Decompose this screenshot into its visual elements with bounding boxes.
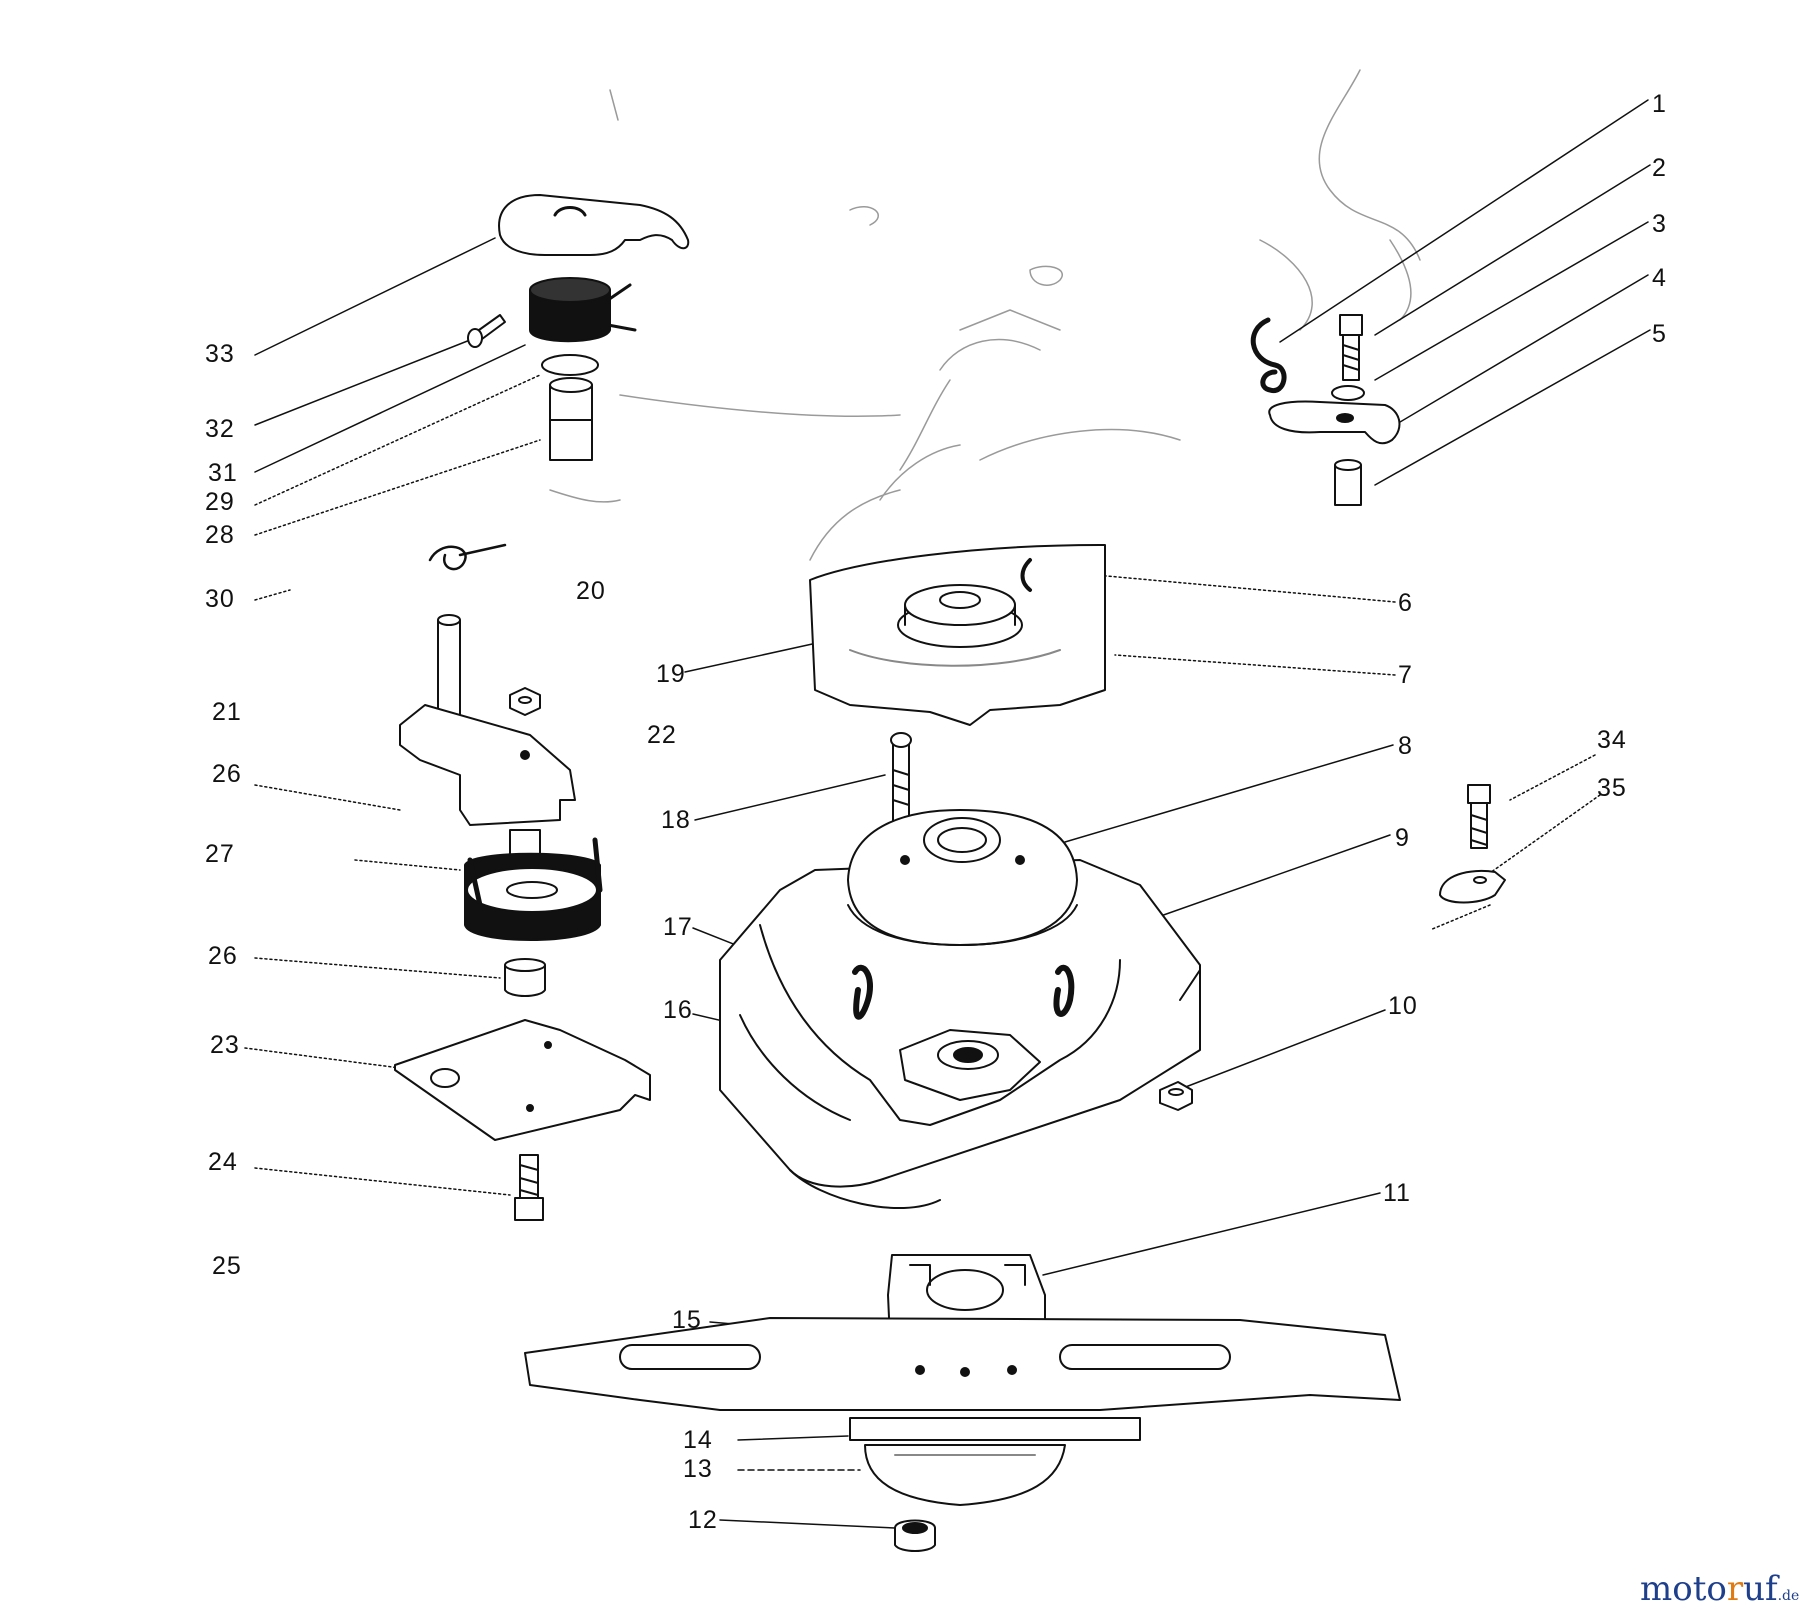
bushing-part-26 (504, 958, 546, 997)
part-label-25: 25 (212, 1252, 242, 1280)
part-label-28: 28 (205, 521, 235, 549)
pin-part-18 (890, 732, 912, 826)
lever-arm-part-4 (1268, 400, 1401, 445)
part-label-9: 9 (1395, 824, 1410, 852)
part-label-32: 32 (205, 415, 235, 443)
part-label-3: 3 (1652, 210, 1667, 238)
mounting-plate-part-23 (394, 1019, 651, 1141)
blade-stiffener-part-13 (864, 1444, 1066, 1506)
part-label-34: 34 (1597, 726, 1627, 754)
part-label-7: 7 (1398, 661, 1413, 689)
watermark-logo: motoruf.de (1640, 1572, 1799, 1606)
part-label-18: 18 (661, 806, 691, 834)
part-label-19: 19 (656, 660, 686, 688)
spacer-part-5 (1334, 459, 1362, 506)
drive-pulley-part-19 (897, 584, 1023, 648)
part-label-15: 15 (672, 1306, 702, 1334)
part-label-31: 31 (208, 459, 238, 487)
spindle-housing-part-8 (847, 809, 1078, 946)
part-label-21: 21 (212, 698, 242, 726)
part-label-11: 11 (1383, 1179, 1411, 1207)
part-label-23: 23 (210, 1031, 240, 1059)
part-label-26-lower: 26 (208, 942, 238, 970)
clamp-part-35 (1439, 869, 1506, 904)
part-label-22: 22 (647, 721, 677, 749)
clip-part-30 (428, 543, 507, 571)
bolt-part-34 (1467, 784, 1491, 849)
hairpin-clip-part-1 (1250, 317, 1287, 393)
part-label-6: 6 (1398, 589, 1413, 617)
part-label-2: 2 (1652, 154, 1667, 182)
part-label-5: 5 (1652, 320, 1667, 348)
cutting-blade-part-14 (524, 1317, 1401, 1441)
bolt-part-24 (514, 1154, 544, 1221)
part-label-1: 1 (1652, 90, 1667, 118)
cutter-housing-part-9 (719, 859, 1201, 1210)
retainer-clips-part-17 (852, 964, 1075, 1020)
part-label-33: 33 (205, 340, 235, 368)
part-label-17: 17 (663, 913, 693, 941)
watermark-part-4: .de (1777, 1588, 1800, 1604)
bushing-part-28 (549, 377, 593, 461)
lever-part-33 (498, 194, 690, 256)
part-label-26-upper: 26 (212, 760, 242, 788)
watermark-part-3: uf (1743, 1569, 1778, 1609)
part-label-13: 13 (683, 1455, 713, 1483)
part-label-20: 20 (576, 577, 606, 605)
part-label-4: 4 (1652, 264, 1667, 292)
pin-part-31 (467, 314, 506, 348)
part-label-27: 27 (205, 840, 235, 868)
part-label-10: 10 (1388, 992, 1418, 1020)
part-label-16: 16 (663, 996, 693, 1024)
part-label-35: 35 (1597, 774, 1627, 802)
nut-part-10 (1159, 1081, 1193, 1111)
bearing-flange-part-16 (899, 1029, 1041, 1101)
nut-part-12 (894, 1519, 936, 1552)
bolt-part-2 (1339, 314, 1363, 381)
watermark-part-1: moto (1640, 1569, 1727, 1609)
nut-part-22 (509, 687, 541, 716)
part-label-24: 24 (208, 1148, 238, 1176)
part-label-29: 29 (205, 488, 235, 516)
torsion-spring-part-32 (529, 277, 637, 343)
part-label-8: 8 (1398, 732, 1413, 760)
part-label-12: 12 (688, 1506, 718, 1534)
washer-part-3 (1331, 385, 1365, 401)
part-label-14: 14 (683, 1426, 713, 1454)
idler-bracket-part-21 (399, 614, 576, 826)
idler-pulley-part-27 (464, 829, 603, 941)
mower-background-sketch (549, 69, 1421, 561)
part-label-30: 30 (205, 585, 235, 613)
watermark-part-2: r (1726, 1569, 1744, 1609)
washer-part-29 (541, 354, 599, 376)
